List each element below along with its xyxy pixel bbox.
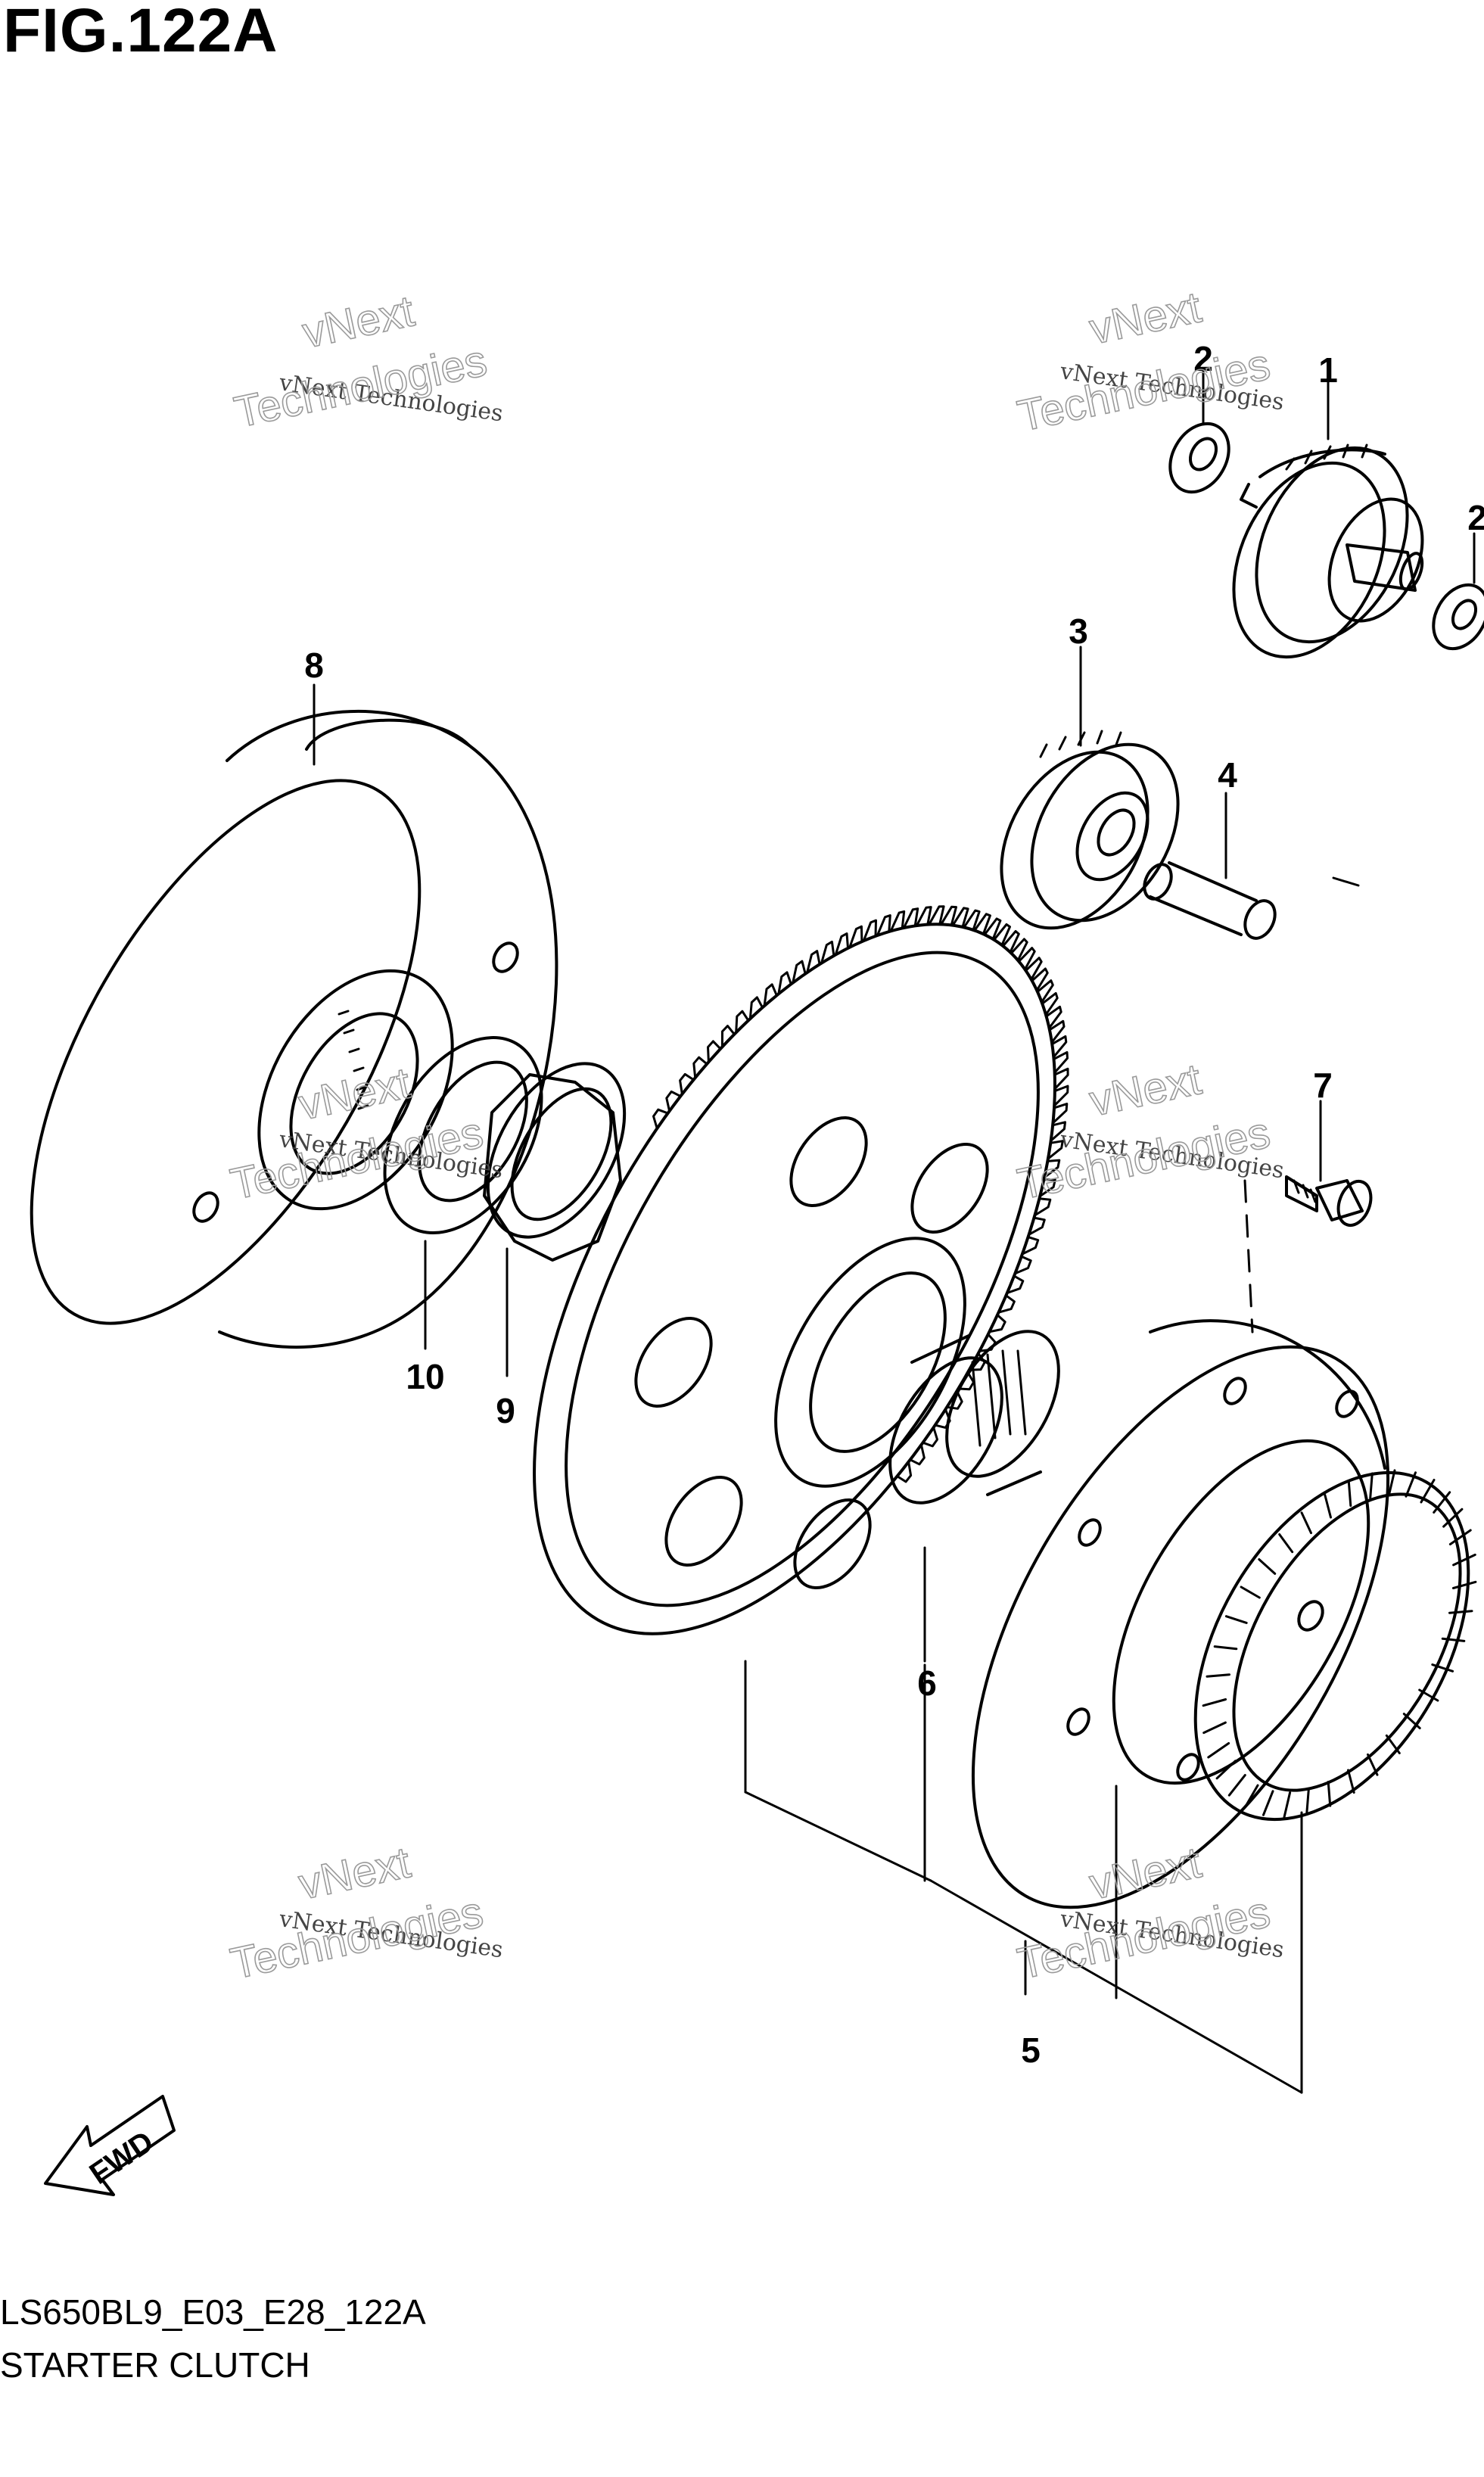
model-code: LS650BL9_E03_E28_122A xyxy=(0,2292,426,2332)
part-10-washer xyxy=(383,1036,543,1234)
sprag-clutch-ring xyxy=(1193,1469,1477,1822)
watermark-bottom-right: vNext Technologies vNext Technologies xyxy=(1013,1838,1285,1990)
gear-hub-inner xyxy=(809,1271,947,1453)
callout-1: 1 xyxy=(1318,350,1338,390)
figure-name: STARTER CLUTCH xyxy=(0,2345,310,2385)
callout-6: 6 xyxy=(917,1663,937,1703)
callout-2-right: 2 xyxy=(1467,498,1484,537)
rotor-bolt-hole-top xyxy=(492,941,519,973)
svg-text:Technologies: Technologies xyxy=(1013,1887,1274,1989)
callout-2-left: 2 xyxy=(1193,339,1213,378)
fwd-label: FWD xyxy=(84,2125,160,2191)
svg-text:Technologies: Technologies xyxy=(1013,340,1274,441)
watermark-bottom-left: vNext Technologies vNext Technologies xyxy=(226,1838,504,1990)
rotor-face xyxy=(30,779,422,1325)
callout-4: 4 xyxy=(1218,755,1237,795)
part-3-idle-gear xyxy=(1000,730,1180,930)
svg-text:vNext: vNext xyxy=(1085,1838,1206,1909)
leader-lines xyxy=(313,368,1476,1663)
part-2-washer-left xyxy=(1168,422,1230,494)
part-2-washer-right xyxy=(1432,583,1484,651)
part-5-clutch-housing xyxy=(971,1319,1390,1909)
gear-window-2 xyxy=(910,1143,989,1234)
svg-text:Technologies: Technologies xyxy=(226,1887,487,1989)
callout-10: 10 xyxy=(406,1357,444,1396)
gear-window-4 xyxy=(664,1476,743,1567)
callout-7: 7 xyxy=(1313,1066,1333,1105)
svg-text:vNext: vNext xyxy=(1085,1054,1206,1125)
part-8-rotor xyxy=(30,709,558,1349)
svg-text:vNext: vNext xyxy=(294,1838,415,1909)
svg-text:vNext: vNext xyxy=(1085,282,1206,353)
part-6-driven-gear xyxy=(533,905,1069,1635)
svg-text:Technologies: Technologies xyxy=(230,336,491,437)
rotor-bolt-hole-bottom xyxy=(192,1191,219,1223)
svg-text:vNext: vNext xyxy=(298,286,418,357)
needle-bearing xyxy=(888,1330,1060,1505)
callout-9: 9 xyxy=(496,1391,515,1430)
figure-title: FIG.122A xyxy=(3,0,278,65)
gear-hub-outer xyxy=(774,1237,966,1488)
rotor-hub-ring xyxy=(257,969,454,1211)
rotor-hub-bore xyxy=(289,1012,419,1175)
part-9-nut xyxy=(483,1062,627,1262)
callout-3: 3 xyxy=(1069,611,1088,651)
part-5-bracket xyxy=(744,1660,1303,2094)
part-7-bolt xyxy=(1285,1175,1373,1228)
callout-5: 5 xyxy=(1021,2030,1041,2070)
gear-window-3 xyxy=(634,1317,713,1408)
gear-window-5 xyxy=(793,1498,872,1589)
watermark-top-right: vNext Technologies vNext Technologies xyxy=(1013,282,1285,442)
gear-window-1 xyxy=(789,1116,868,1207)
watermark-top-left: vNext Technologies vNext Technologies xyxy=(229,286,504,438)
part-4-shaft xyxy=(1143,861,1277,940)
fwd-arrow xyxy=(44,2095,176,2196)
callout-8: 8 xyxy=(304,646,324,685)
svg-text:Technologies: Technologies xyxy=(226,1108,487,1209)
part-1-idle-gear xyxy=(1232,443,1424,659)
